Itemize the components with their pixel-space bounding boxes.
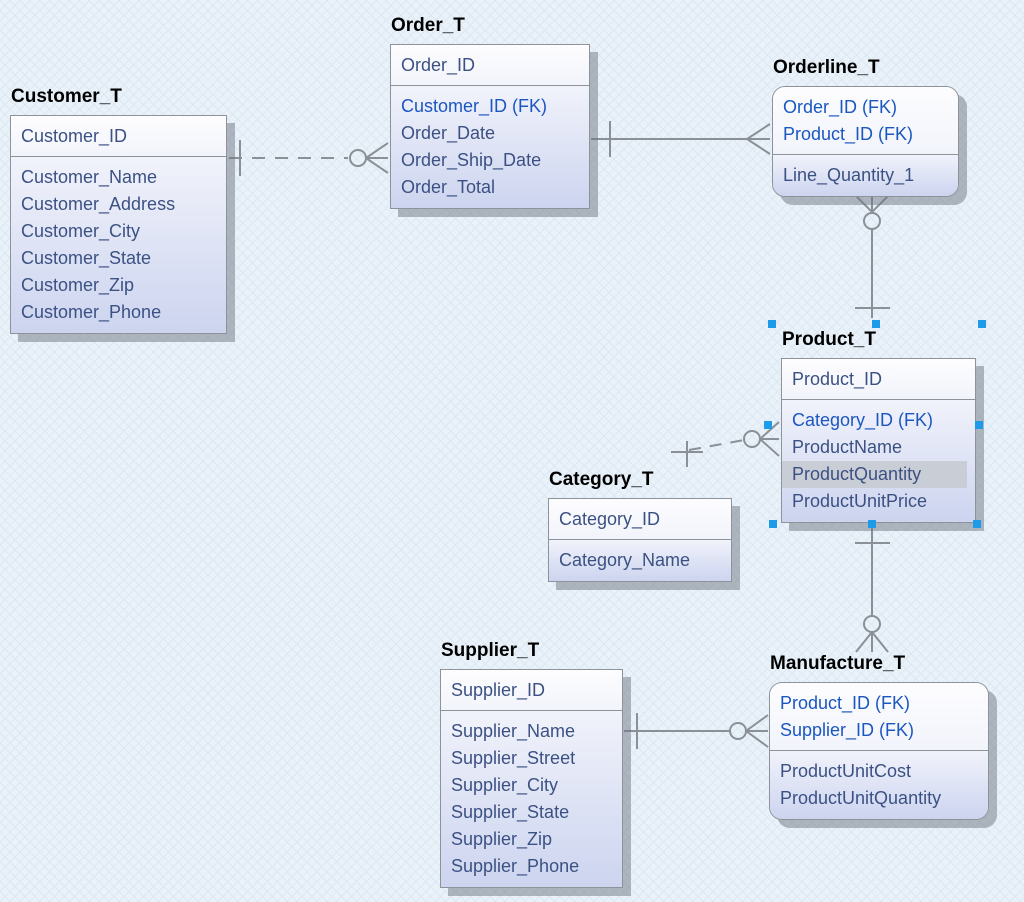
- zero-circle: [729, 722, 747, 740]
- entity-title[interactable]: Customer_T: [11, 86, 122, 107]
- attr-supplier-street[interactable]: Supplier_Street: [451, 748, 576, 768]
- crow-foot: [365, 142, 389, 174]
- entity-box[interactable]: Order_ID (FK) Product_ID (FK) Line_Quant…: [772, 86, 959, 197]
- zero-circle: [743, 430, 761, 448]
- attr-category-id-fk[interactable]: Category_ID (FK): [792, 410, 934, 430]
- attr-supplier-city[interactable]: Supplier_City: [451, 775, 559, 795]
- attribute-section: ProductUnitCost ProductUnitQuantity: [770, 751, 988, 819]
- entity-supplier-t[interactable]: Supplier_T Supplier_ID Supplier_Name Sup…: [440, 640, 623, 888]
- primary-key-section: Order_ID: [391, 45, 589, 86]
- attribute-section: Category_ID (FK) ProductName ProductQuan…: [782, 400, 975, 522]
- entity-title[interactable]: Supplier_T: [441, 640, 540, 661]
- relationship-customer-order[interactable]: [229, 140, 389, 176]
- attribute-section: Line_Quantity_1: [773, 155, 958, 196]
- attr-supplier-zip[interactable]: Supplier_Zip: [451, 829, 553, 849]
- attr-category-id[interactable]: Category_ID: [559, 509, 661, 529]
- primary-key-section: Category_ID: [549, 499, 731, 540]
- entity-box[interactable]: Product_ID (FK) Supplier_ID (FK) Product…: [769, 682, 989, 820]
- entity-box[interactable]: Product_ID Category_ID (FK) ProductName …: [781, 358, 976, 523]
- attr-order-ship-date[interactable]: Order_Ship_Date: [401, 150, 542, 170]
- relationship-product-manufacture[interactable]: [855, 527, 890, 653]
- entity-box[interactable]: Supplier_ID Supplier_Name Supplier_Stree…: [440, 669, 623, 888]
- primary-key-section: Customer_ID: [11, 116, 226, 157]
- attr-customer-id[interactable]: Customer_ID: [21, 126, 128, 146]
- attr-supplier-state[interactable]: Supplier_State: [451, 802, 570, 822]
- primary-key-section: Product_ID (FK) Supplier_ID (FK): [770, 683, 988, 751]
- attr-product-quantity[interactable]: ProductQuantity: [782, 461, 967, 488]
- attr-customer-phone[interactable]: Customer_Phone: [21, 302, 162, 322]
- attr-customer-state[interactable]: Customer_State: [21, 248, 152, 268]
- attr-order-total[interactable]: Order_Total: [401, 177, 496, 197]
- relationship-orderline-product[interactable]: [855, 195, 890, 318]
- attr-customer-city[interactable]: Customer_City: [21, 221, 141, 241]
- attr-product-id-fk[interactable]: Product_ID (FK): [780, 693, 911, 713]
- crow-foot: [746, 123, 771, 155]
- attr-product-name[interactable]: ProductName: [792, 437, 903, 457]
- selection-handle-top-center[interactable]: [872, 320, 880, 328]
- entity-product-t[interactable]: Product_T Product_ID Category_ID (FK) Pr…: [781, 329, 976, 523]
- entity-title[interactable]: Manufacture_T: [770, 653, 906, 674]
- selection-handle-mid-right[interactable]: [975, 421, 983, 429]
- attr-supplier-id-fk[interactable]: Supplier_ID (FK): [780, 720, 915, 740]
- primary-key-section: Order_ID (FK) Product_ID (FK): [773, 87, 958, 155]
- selection-handle-mid-left[interactable]: [764, 421, 772, 429]
- entity-box[interactable]: Customer_ID Customer_Name Customer_Addre…: [10, 115, 227, 334]
- entity-category-t[interactable]: Category_T Category_ID Category_Name: [548, 469, 732, 582]
- attr-product-id[interactable]: Product_ID: [792, 369, 883, 389]
- attr-customer-zip[interactable]: Customer_Zip: [21, 275, 135, 295]
- attr-supplier-phone[interactable]: Supplier_Phone: [451, 856, 580, 876]
- attr-supplier-name[interactable]: Supplier_Name: [451, 721, 576, 741]
- entity-manufacture-t[interactable]: Manufacture_T Product_ID (FK) Supplier_I…: [769, 653, 989, 820]
- attr-order-date[interactable]: Order_Date: [401, 123, 496, 143]
- primary-key-section: Supplier_ID: [441, 670, 622, 711]
- entity-orderline-t[interactable]: Orderline_T Order_ID (FK) Product_ID (FK…: [772, 57, 959, 197]
- attr-order-id[interactable]: Order_ID: [401, 55, 476, 75]
- entity-order-t[interactable]: Order_T Order_ID Customer_ID (FK) Order_…: [390, 15, 590, 209]
- entity-box[interactable]: Order_ID Customer_ID (FK) Order_Date Ord…: [390, 44, 590, 209]
- attr-product-unit-price[interactable]: ProductUnitPrice: [792, 491, 928, 511]
- selection-handle-bottom-center[interactable]: [868, 520, 876, 528]
- attr-product-unit-quantity[interactable]: ProductUnitQuantity: [780, 788, 942, 808]
- entity-customer-t[interactable]: Customer_T Customer_ID Customer_Name Cus…: [10, 86, 227, 334]
- attr-order-id-fk[interactable]: Order_ID (FK): [783, 97, 898, 117]
- relationship-supplier-manufacture[interactable]: [624, 713, 769, 749]
- relationship-line[interactable]: [688, 439, 745, 451]
- attr-customer-id-fk[interactable]: Customer_ID (FK): [401, 96, 548, 116]
- crow-foot: [745, 714, 769, 748]
- attribute-section: Customer_Name Customer_Address Customer_…: [11, 157, 226, 333]
- attr-customer-name[interactable]: Customer_Name: [21, 167, 158, 187]
- primary-key-section: Product_ID: [782, 359, 975, 400]
- selection-handle-top-left[interactable]: [768, 320, 776, 328]
- selection-handle-top-right[interactable]: [978, 320, 986, 328]
- entity-box[interactable]: Category_ID Category_Name: [548, 498, 732, 582]
- zero-circle: [863, 615, 881, 633]
- attr-category-name[interactable]: Category_Name: [559, 550, 691, 570]
- crow-foot: [855, 631, 889, 653]
- entity-title[interactable]: Product_T: [782, 329, 876, 350]
- crow-foot: [855, 195, 889, 214]
- attr-product-id-fk[interactable]: Product_ID (FK): [783, 124, 914, 144]
- attribute-section: Supplier_Name Supplier_Street Supplier_C…: [441, 711, 622, 887]
- crow-foot: [759, 421, 780, 457]
- attr-product-unit-cost[interactable]: ProductUnitCost: [780, 761, 912, 781]
- attr-line-quantity[interactable]: Line_Quantity_1: [783, 165, 915, 185]
- relationship-category-product[interactable]: [671, 421, 780, 467]
- zero-circle: [863, 212, 881, 230]
- attribute-section: Customer_ID (FK) Order_Date Order_Ship_D…: [391, 86, 589, 208]
- attribute-section: Category_Name: [549, 540, 731, 581]
- entity-title[interactable]: Category_T: [549, 469, 654, 490]
- selection-handle-bottom-right[interactable]: [973, 520, 981, 528]
- relationship-order-orderline[interactable]: [591, 121, 771, 157]
- entity-title[interactable]: Orderline_T: [773, 57, 880, 78]
- attr-customer-address[interactable]: Customer_Address: [21, 194, 176, 214]
- attr-supplier-id[interactable]: Supplier_ID: [451, 680, 546, 700]
- zero-circle: [349, 149, 367, 167]
- selection-handle-bottom-left[interactable]: [769, 520, 777, 528]
- entity-title[interactable]: Order_T: [391, 15, 465, 36]
